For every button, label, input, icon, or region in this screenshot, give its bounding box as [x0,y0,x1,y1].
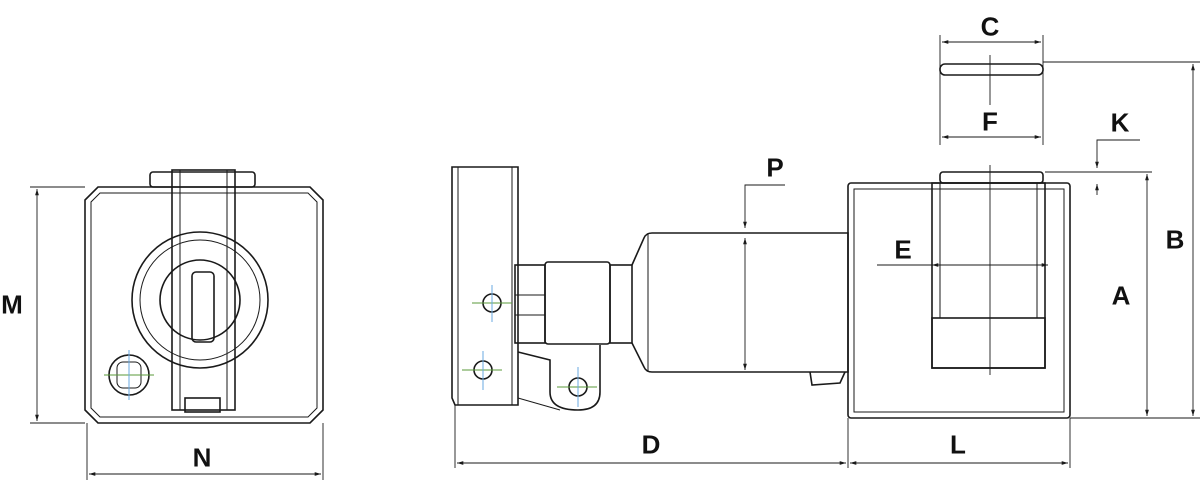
dimension-label-n: N [192,442,212,473]
dimension-label-m: M [1,289,23,320]
dimension-label-a: A [1111,280,1131,311]
jack-body [847,165,1071,419]
dimension-label-b: B [1165,224,1185,255]
dimension-label-f: F [982,106,998,137]
side-view [451,166,849,411]
end-view [84,169,324,424]
dimension-label-p: P [766,152,784,183]
dimension-label-e: E [894,234,912,265]
dimension-label-k: K [1110,107,1130,138]
dimension-label-l: L [950,429,966,460]
dimension-label-c: C [980,11,1000,42]
dimension-label-d: D [641,429,661,460]
